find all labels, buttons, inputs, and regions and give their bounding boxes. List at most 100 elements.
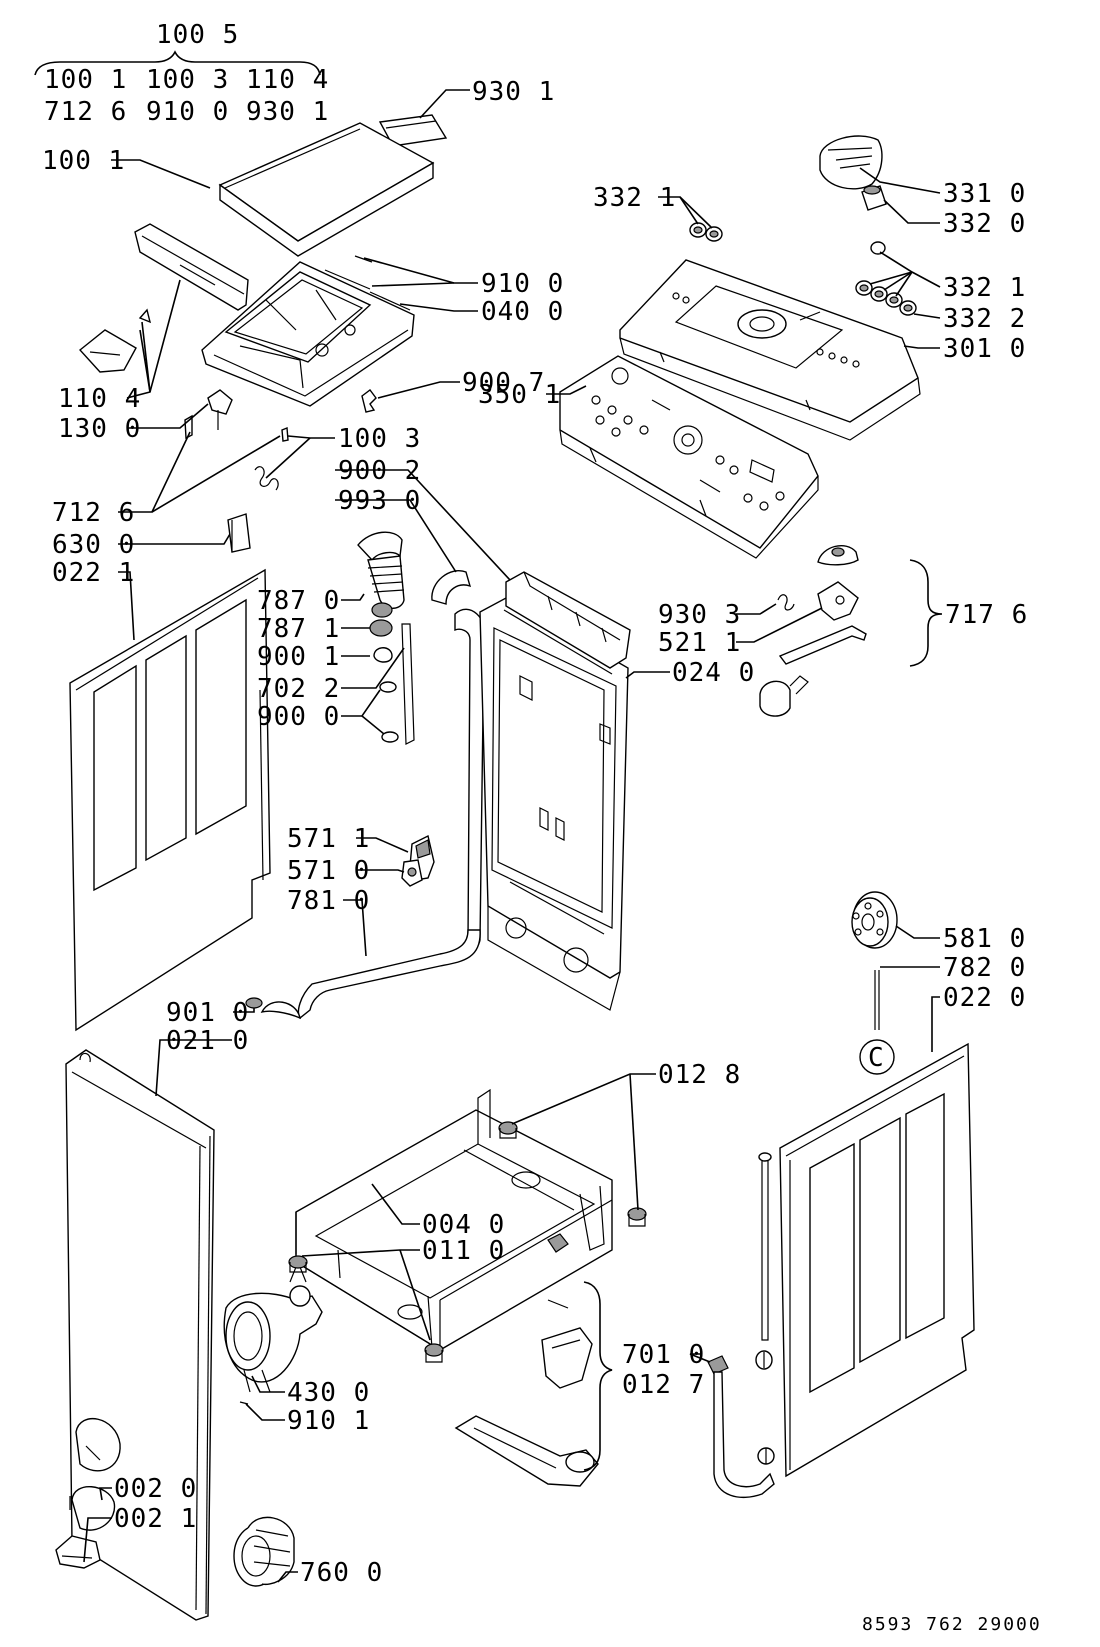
label-900-1: 900 1 <box>257 642 340 672</box>
part-hinge-left <box>78 308 152 373</box>
label-040-0: 040 0 <box>481 297 564 327</box>
part-drawings: C <box>55 114 975 1621</box>
label-011-0: 011 0 <box>422 1236 505 1266</box>
part-drain-hose-781-0 <box>260 608 486 1020</box>
label-760-0: 760 0 <box>300 1558 383 1588</box>
part-front-panel-021-0 <box>65 1049 215 1621</box>
label-900-7: 900 7 <box>462 368 545 398</box>
part-group-012-7 <box>454 1233 599 1487</box>
part-571-0 <box>401 859 423 887</box>
part-side-panel-022-0 <box>779 1042 975 1478</box>
part-foot-011-0-front <box>424 1343 444 1363</box>
part-lock-130-0 <box>184 389 233 440</box>
label-002-0: 002 0 <box>114 1474 197 1504</box>
label-781-0: 781 0 <box>287 886 370 916</box>
label-350-1-visible: 350 1 <box>478 380 561 410</box>
label-782-0: 782 0 <box>943 953 1026 983</box>
part-handle-002-1 <box>55 1535 101 1569</box>
label-993-0: 993 0 <box>338 486 421 516</box>
part-labels: 930 1 100 1 332 1 331 0 332 0 910 0 040 … <box>42 77 1028 1588</box>
label-100-3: 100 3 <box>338 424 421 454</box>
label-900-0: 900 0 <box>257 702 340 732</box>
kit-row-1-col-1: 100 1 <box>44 65 127 95</box>
label-002-1: 002 1 <box>114 1504 197 1534</box>
part-block-630-0 <box>227 513 251 553</box>
label-701-0: 701 0 <box>622 1340 705 1370</box>
label-004-0: 004 0 <box>422 1210 505 1240</box>
part-filter-760-0 <box>233 1516 295 1587</box>
label-571-1: 571 1 <box>287 824 370 854</box>
label-930-3: 930 3 <box>658 600 741 630</box>
label-331-0: 331 0 <box>943 179 1026 209</box>
label-332-0: 332 0 <box>943 209 1026 239</box>
part-electronics-350-1 <box>559 355 819 559</box>
kit-brace <box>34 50 321 76</box>
part-control-panel-301-0 <box>619 259 921 441</box>
leader-lines <box>83 89 943 1583</box>
part-tube-702-2 <box>379 623 415 745</box>
part-cap-332-0 <box>861 185 887 211</box>
label-702-2: 702 2 <box>257 674 340 704</box>
label-717-6: 717 6 <box>945 600 1028 630</box>
part-bracket-900-2 <box>505 571 631 669</box>
label-581-0: 581 0 <box>943 924 1026 954</box>
label-910-1: 910 1 <box>287 1406 370 1436</box>
label-430-0: 430 0 <box>287 1378 370 1408</box>
part-buttons-332-1-pair <box>689 222 723 242</box>
kit-row-2-col-3: 930 1 <box>246 97 329 127</box>
label-022-1: 022 1 <box>52 558 135 588</box>
part-handle-bar-110-4 <box>134 223 249 311</box>
label-930-1-top: 930 1 <box>472 77 555 107</box>
label-900-2: 900 2 <box>338 456 421 486</box>
label-130-0: 130 0 <box>58 414 141 444</box>
drawing-number: 8593 762 29000 <box>862 1614 1042 1635</box>
part-screws-910-0 <box>324 255 411 311</box>
label-571-0: 571 0 <box>287 856 370 886</box>
label-630-0: 630 0 <box>52 530 135 560</box>
kit-header-label: 100 5 <box>156 20 239 50</box>
label-332-2: 332 2 <box>943 304 1026 334</box>
kit-row-2-col-1: 712 6 <box>44 97 127 127</box>
part-bellows-787-0 <box>357 531 405 618</box>
label-100-1: 100 1 <box>42 146 125 176</box>
part-knob-331-0 <box>819 135 883 190</box>
kit-group: 100 5 100 1 100 3 110 4 712 6 910 0 930 … <box>34 20 329 127</box>
label-521-1: 521 1 <box>658 628 741 658</box>
part-spring-712-6 <box>254 426 289 491</box>
label-712-6: 712 6 <box>52 498 135 528</box>
part-side-panel-022-1 <box>69 568 271 1032</box>
label-901-0: 901 0 <box>166 998 249 1028</box>
kit-row-1-col-2: 100 3 <box>146 65 229 95</box>
part-rod-782-0 <box>755 970 880 1370</box>
part-ring-787-1 <box>369 619 393 637</box>
part-pulley-581-0 <box>851 891 898 949</box>
part-door-002-0 <box>69 1485 116 1531</box>
part-clip-900-7 <box>361 389 377 413</box>
label-332-1-b: 332 1 <box>943 273 1026 303</box>
label-012-7: 012 7 <box>622 1370 705 1400</box>
label-024-0: 024 0 <box>672 658 755 688</box>
label-012-8: 012 8 <box>658 1060 741 1090</box>
label-910-0: 910 0 <box>481 269 564 299</box>
label-110-4: 110 4 <box>58 384 141 414</box>
label-787-0: 787 0 <box>257 586 340 616</box>
part-button-cluster-332-2 <box>855 241 917 316</box>
label-021-0: 021 0 <box>166 1026 249 1056</box>
label-332-1-a: 332 1 <box>593 183 676 213</box>
part-lid-100-1 <box>218 122 435 257</box>
label-301-0: 301 0 <box>943 334 1026 364</box>
label-787-1: 787 1 <box>257 614 340 644</box>
part-clamp-900-1 <box>373 647 393 663</box>
part-rear-panel-024-0 <box>479 597 629 1011</box>
kit-row-2-col-2: 910 0 <box>146 97 229 127</box>
part-foot-012-8-right <box>627 1207 647 1227</box>
part-inlet-hose-701-0 <box>707 1355 775 1498</box>
part-hook-993-0 <box>431 570 472 605</box>
part-top-frame <box>201 261 415 407</box>
kit-row-1-col-3: 110 4 <box>246 65 329 95</box>
part-pump-430-0 <box>223 1260 323 1393</box>
part-group-717-6 <box>759 544 867 717</box>
marker-c-label: C <box>868 1043 885 1073</box>
part-foot-011-0-left <box>288 1255 308 1273</box>
